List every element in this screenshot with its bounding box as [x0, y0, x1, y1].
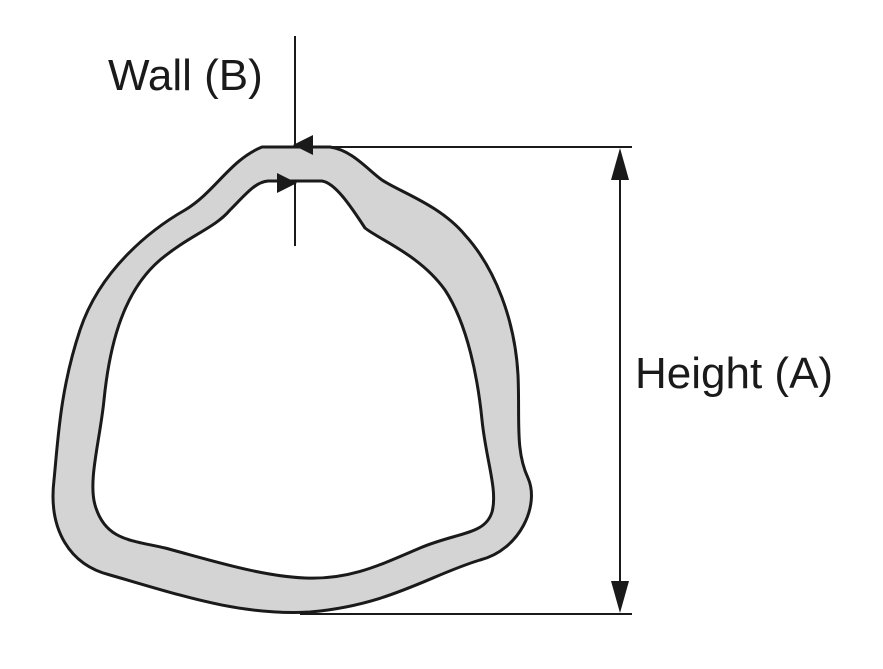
wall-label: Wall (B)	[108, 51, 263, 100]
tube-wall-section	[51, 145, 533, 614]
height-arrow-down-icon	[611, 581, 629, 613]
height-arrow-up-icon	[611, 148, 629, 180]
height-label: Height (A)	[635, 349, 834, 398]
